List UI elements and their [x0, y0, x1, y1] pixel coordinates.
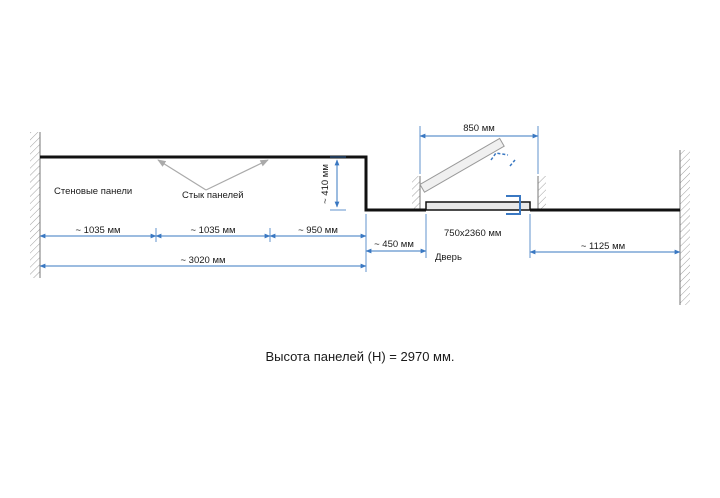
- dim-segment-1: ~ 1035 мм: [39, 225, 157, 242]
- dim-step: ~ 410 мм: [320, 156, 346, 211]
- dim-total-label: ~ 3020 мм: [180, 255, 225, 266]
- door-frame: [425, 201, 531, 211]
- dim-gap: ~ 450 мм: [365, 214, 427, 258]
- door-leaf-handle-icon: [490, 152, 516, 167]
- dim-segment-3: ~ 950 мм: [269, 225, 367, 239]
- dim-step-label: ~ 410 мм: [320, 164, 331, 204]
- left-wall: [30, 132, 41, 278]
- dim-segment-2-label: ~ 1035 мм: [190, 225, 235, 236]
- dim-total: ~ 3020 мм: [39, 214, 367, 272]
- door-label: Дверь: [435, 252, 462, 263]
- door-handle-icon: [506, 195, 521, 215]
- dim-right: ~ 1125 мм: [529, 214, 681, 258]
- door-jamb-left: [412, 176, 421, 210]
- panel-joint-arrows: [157, 159, 269, 191]
- door-size-label: 750x2360 мм: [444, 228, 501, 239]
- dim-right-label: ~ 1125 мм: [581, 241, 625, 252]
- dim-door-opening-label: 850 мм: [463, 123, 495, 134]
- wall-panel-line-left: [40, 155, 426, 212]
- dim-gap-label: ~ 450 мм: [374, 239, 414, 250]
- right-wall: [679, 150, 690, 305]
- wall-panels-label: Стеновые панели: [54, 186, 132, 197]
- dim-segment-3-label: ~ 950 мм: [298, 225, 338, 236]
- door-leaf-open: [419, 137, 505, 193]
- panel-height-caption: Высота панелей (H) = 2970 мм.: [265, 349, 454, 364]
- dim-segment-2: ~ 1035 мм: [155, 225, 271, 242]
- panel-joint-label: Стык панелей: [182, 190, 244, 201]
- dim-segment-1-label: ~ 1035 мм: [75, 225, 120, 236]
- dim-door-opening: 850 мм: [419, 123, 539, 174]
- door-jamb-right: [537, 176, 546, 210]
